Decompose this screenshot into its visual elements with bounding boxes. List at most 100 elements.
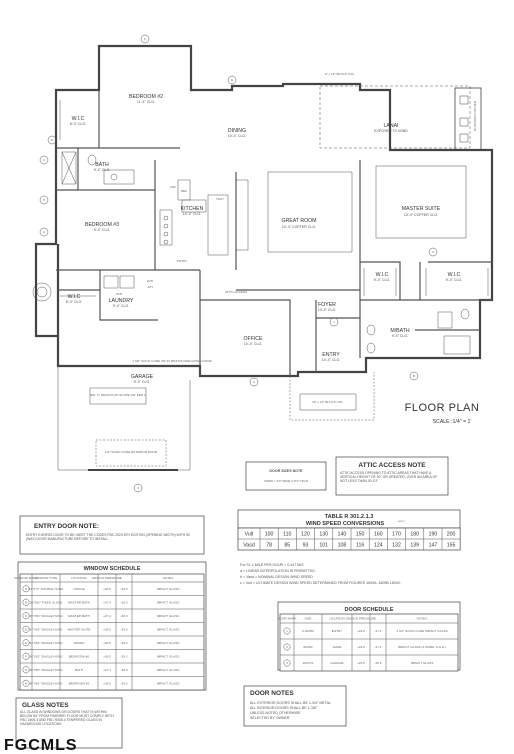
window-schedule-title: WINDOW SCHEDULE	[84, 566, 141, 572]
window-schedule-cell: IMPACT GLASS	[157, 668, 180, 672]
door-notes-line-1: ALL INTERIOR DOORS SHALL BE 1-3/8"	[250, 706, 318, 710]
window-schedule-cell: 54"X72" DOUBLE HUNG	[29, 587, 64, 591]
grid-markers: F E D C B A H G	[39, 34, 419, 387]
watermark-logo: FGCMLS	[4, 737, 78, 754]
wind-vasd-cell: 132	[392, 543, 401, 549]
door-schedule-title: DOOR SCHEDULE	[344, 607, 393, 613]
wind-vult-cell: 120	[301, 532, 310, 538]
wind-vult-cell: 180	[410, 532, 419, 538]
window-schedule-cell: IMPACT GLASS	[157, 614, 180, 618]
room-wic-4-label: W.I.C	[448, 272, 461, 278]
window-schedule-cell: A	[25, 587, 28, 591]
room-dining-dim: 10'-4" CLG.	[228, 134, 247, 138]
room-bedroom-2-label: BEDROOM #2	[129, 94, 163, 100]
window-schedule-cell: 36"X62" FIXED GLASS	[30, 600, 62, 604]
room-labels: BEDROOM #2 11'-4" CLG. W.I.C 8'-0" CLG. …	[66, 72, 477, 454]
grid-marker-h: H	[43, 198, 45, 202]
window-schedule-cell: +27.4	[103, 600, 111, 604]
grid-marker-a: A	[253, 380, 256, 384]
wind-vult-cell: 200	[447, 532, 456, 538]
window-schedule-cell: -30.0	[120, 614, 127, 618]
window-schedule-cell: MASTER SUITE	[68, 627, 91, 631]
room-wic-3-label: W.I.C	[376, 272, 389, 278]
wind-vasd-cell: 139	[410, 543, 419, 549]
room-wic-3-dim: 9'-4" CLG.	[374, 278, 391, 282]
wind-vasd-cell: 116	[356, 543, 364, 549]
label-attic: ATTIC ACCESS	[225, 290, 247, 294]
window-schedule-cell: OFFICE	[73, 587, 84, 591]
interior-walls	[56, 90, 492, 376]
door-schedule-cell: +23.5	[357, 661, 365, 665]
door-schedule-cell: IMPACT GLASS (2 PANEL S.G.D.)	[398, 645, 446, 649]
wind-vult-cell: 100	[265, 532, 274, 538]
door-schedule-cell: -27.2	[374, 645, 381, 649]
window-schedule-header: LOCATION	[71, 576, 87, 580]
room-wic-2-dim: 8'-0" CLG.	[66, 300, 83, 304]
room-office-label: OFFICE	[243, 336, 263, 342]
wind-vult-cell: 170	[392, 532, 401, 538]
label-entry-note: 16" x 16" BLOCK COL.	[312, 400, 344, 404]
wind-vasd-cell: 124	[374, 543, 383, 549]
label-wd: W/D	[116, 292, 123, 296]
room-wic-2-label: W.I.C	[68, 294, 81, 300]
window-schedule-cell: -30.0	[120, 668, 127, 672]
window-schedule-cell: H	[25, 681, 27, 685]
door-schedule-header: LOCATION	[329, 617, 345, 621]
door-schedule-cell: +24.6	[357, 645, 365, 649]
door-schedule-cell: IMPACT GLASS	[411, 661, 434, 665]
room-master-suite-label: MASTER SUITE	[402, 206, 441, 212]
window-schedule-cell: +26.5	[103, 681, 111, 685]
window-schedule-cell: +27.4	[103, 668, 111, 672]
room-office-dim: 10'-4" CLG.	[244, 342, 263, 346]
wind-vult-cell: 140	[338, 532, 347, 538]
grid-marker-f: F	[144, 37, 146, 41]
label-wh: W/H	[147, 279, 153, 283]
room-garage-dim: 9'-4" CLG.	[134, 380, 151, 384]
door-schedule-header: DOOR MARK	[277, 617, 297, 621]
window-schedule-cell: 36"X62" SINGLE HUNG	[29, 681, 63, 685]
wind-vasd-cell: 85	[284, 543, 290, 549]
door-marks: 1 2 3	[133, 247, 438, 493]
room-bedroom-2-dim: 11'-4" CLG.	[137, 100, 155, 104]
window-schedule-cell: MASTER BATH	[68, 614, 90, 618]
wind-footnote-1: a = LINEAR INTERPOLATION IS PERMITTED	[240, 569, 315, 573]
window-schedule-cell: B	[25, 600, 27, 604]
window-schedule-cell: G	[25, 668, 28, 672]
wind-vult-cell: 110	[283, 532, 291, 538]
door-schedule-cell: GARAGE	[330, 661, 343, 665]
grid-marker-g: G	[43, 230, 46, 234]
entry-door-note-title: ENTRY DOOR NOTE:	[34, 523, 99, 530]
door-sizes-note-title: DOOR SIZES NOTE	[269, 469, 303, 473]
room-laundry-dim: 9'-4" CLG.	[113, 304, 130, 308]
wind-table-title: TABLE R 301.2.1.3	[325, 514, 374, 520]
wind-footnote-0: For SI: 1 MILE PER HOUR = 0.447 M/S	[240, 563, 304, 567]
door-schedule-header: DESIGN PRESSURE	[346, 617, 376, 621]
wind-footnote-2: b = Vasd = NOMINAL DESIGN WIND SPEED	[240, 575, 313, 579]
window-schedule-cell: BEDROOM #3	[69, 681, 90, 685]
window-schedule-cell: -29.2	[120, 641, 127, 645]
window-schedule-cell: +26.5	[103, 641, 111, 645]
window-schedule-cell: IMPACT GLASS	[157, 641, 180, 645]
svg-text:3: 3	[137, 486, 139, 490]
wind-table-superscript: a,b,c	[398, 519, 405, 523]
glass-notes-text: ALL GLASS IN WINDOWS OR DOORS THAT IS WI…	[20, 710, 114, 726]
entry-door-note-text: ENTRY EGRESS DOOR TO BE: MEET THE CODES …	[26, 533, 190, 541]
label-ah: A/H	[147, 285, 152, 289]
glass-notes-title: GLASS NOTES	[22, 702, 69, 709]
door-notes-line-3: SELECTED BY OWNER	[250, 716, 290, 720]
window-schedule-cell: IMPACT GLASS	[157, 627, 180, 631]
room-foyer-dim: 10'-4" CLG.	[318, 308, 337, 312]
door-schedule-cell: ENTRY	[332, 629, 342, 633]
grid-marker-b: B	[413, 374, 415, 378]
door-sizes-note: DOOR SIZES NOTE 30X80 = 3'0" WIDE X 8'0"…	[245, 461, 327, 491]
window-schedule-cell: +26.5	[103, 587, 111, 591]
wind-row-label-vult: Vult	[245, 532, 254, 538]
svg-text:1: 1	[333, 320, 335, 324]
wind-vult-cell: 160	[374, 532, 383, 538]
room-entry-label: ENTRY	[322, 352, 340, 358]
grid-marker-e: E	[231, 78, 233, 82]
grid-marker-c: C	[43, 158, 46, 162]
wind-vasd-cell: 93	[303, 543, 309, 549]
door-schedule-header: SIZE	[305, 617, 312, 621]
